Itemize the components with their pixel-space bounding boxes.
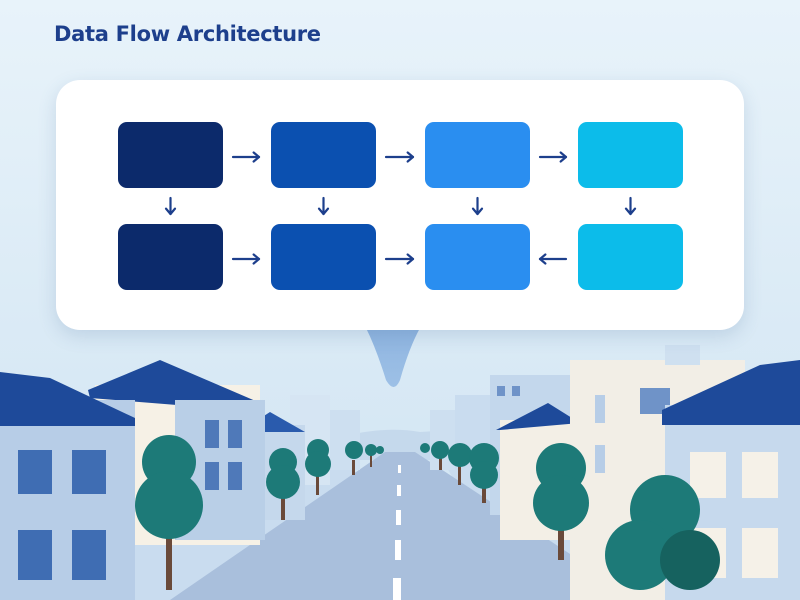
flow-arrow-n1-n5 bbox=[164, 196, 177, 216]
diagram-panel bbox=[56, 80, 744, 330]
flow-node-n4 bbox=[578, 122, 683, 188]
flow-arrow-n3-n4 bbox=[538, 151, 568, 163]
callout-pointer bbox=[366, 328, 420, 387]
flow-node-n8 bbox=[578, 224, 683, 290]
road-center-dashes bbox=[393, 465, 401, 600]
flow-node-n7 bbox=[425, 224, 530, 290]
page-title: Data Flow Architecture bbox=[54, 22, 321, 46]
flow-arrow-n3-n7 bbox=[471, 196, 484, 216]
flow-node-n3 bbox=[425, 122, 530, 188]
flow-arrow-n5-n6 bbox=[231, 253, 261, 265]
flow-node-n1 bbox=[118, 122, 223, 188]
flow-node-n5 bbox=[118, 224, 223, 290]
flow-arrow-n1-n2 bbox=[231, 151, 261, 163]
road bbox=[170, 452, 640, 600]
street-trees bbox=[135, 435, 720, 590]
flow-node-n2 bbox=[271, 122, 376, 188]
flow-arrow-n4-n8 bbox=[624, 196, 637, 216]
flow-arrow-n2-n3 bbox=[384, 151, 415, 163]
flow-diagram bbox=[118, 122, 683, 290]
flow-arrow-n6-n7 bbox=[384, 253, 415, 265]
flow-node-n6 bbox=[271, 224, 376, 290]
flow-arrow-n2-n6 bbox=[317, 196, 330, 216]
flow-arrow-n8-n7 bbox=[538, 253, 568, 265]
